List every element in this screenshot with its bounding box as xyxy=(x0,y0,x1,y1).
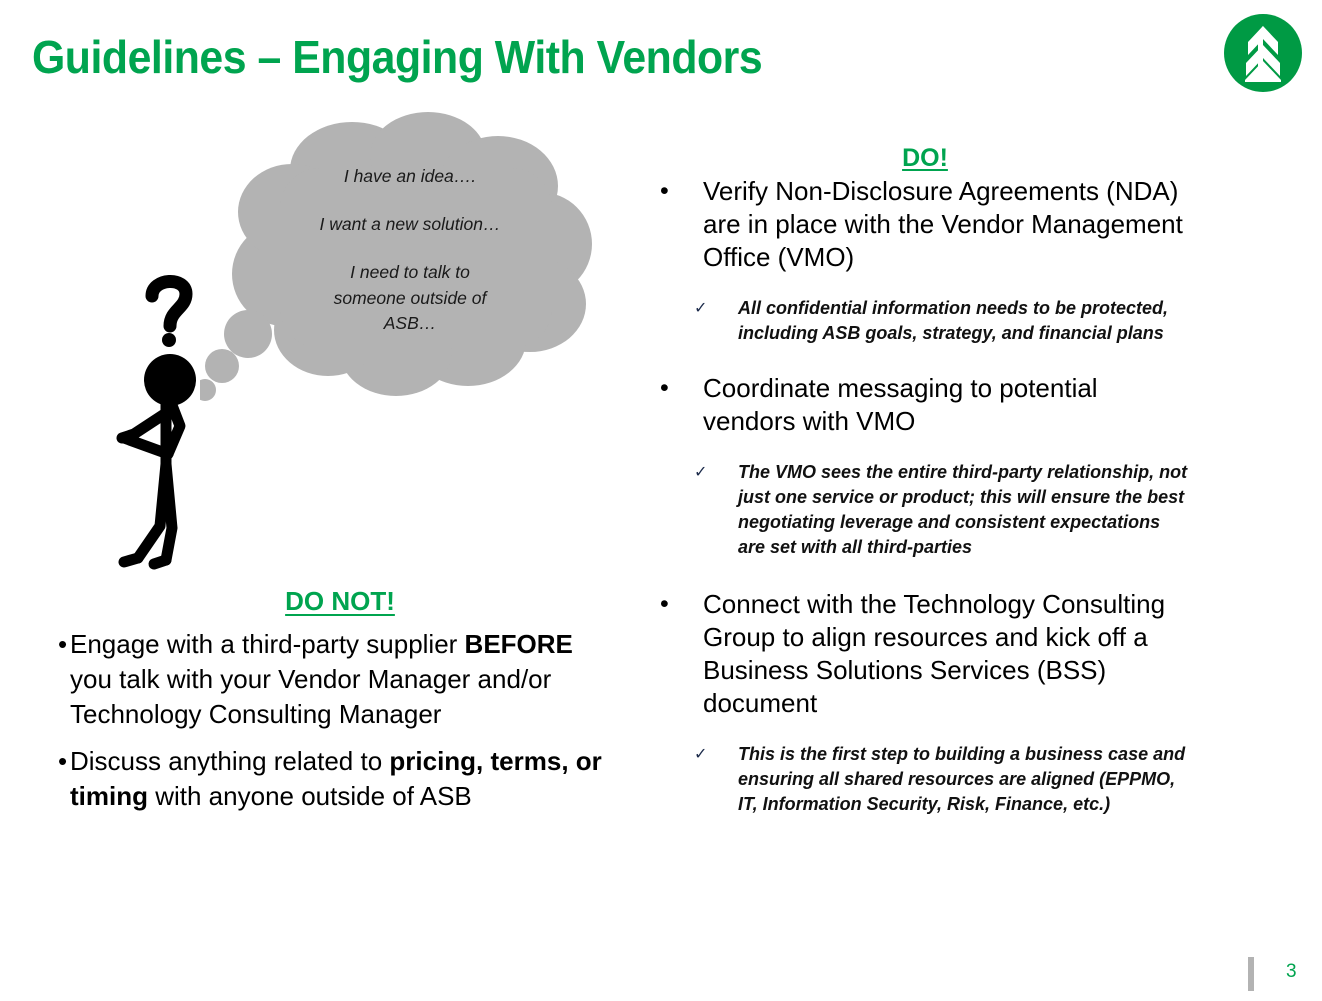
page-number: 3 xyxy=(1286,961,1297,982)
bubble-line-5: ASB… xyxy=(383,313,437,333)
check-icon: ✓ xyxy=(694,746,708,763)
do-item-1-sub-text: All confidential information needs to be… xyxy=(738,298,1169,343)
do-spacer-2 xyxy=(650,560,1190,588)
bubble-line-1: I have an idea…. xyxy=(343,166,477,186)
do-item-3-text: Connect with the Technology Consulting G… xyxy=(703,589,1166,718)
bullet-glyph: • xyxy=(58,629,68,659)
do-sub-item: ✓ This is the first step to building a b… xyxy=(650,742,1190,817)
bubble-line-3: I need to talk to xyxy=(350,262,470,283)
do-not-item-2-part-2: pricing, terms, or timing xyxy=(70,746,602,811)
do-sub-item: ✓ The VMO sees the entire third-party re… xyxy=(650,460,1190,560)
bullet-glyph: • xyxy=(660,177,669,205)
do-section: DO! • Verify Non-Disclosure Agreements (… xyxy=(650,144,1190,817)
check-icon: ✓ xyxy=(694,300,708,317)
bullet-glyph: • xyxy=(660,374,669,402)
check-icon: ✓ xyxy=(694,464,708,481)
do-not-list-item: • Discuss anything related to pricing, t… xyxy=(32,744,612,814)
do-not-item-1-text: Engage with a third-party supplier BEFOR… xyxy=(70,627,612,732)
thought-bubble-icon xyxy=(194,108,600,408)
do-not-section: DO NOT! • Engage with a third-party supp… xyxy=(32,586,612,826)
do-not-item-1-part-3: you talk with your Vendor Manager and/or… xyxy=(70,664,552,729)
do-heading: DO! xyxy=(902,144,948,172)
footer-divider-bar xyxy=(1248,957,1254,991)
do-not-item-1-part-1: Engage with a third-party supplier xyxy=(70,629,465,659)
do-not-item-2-part-1: Discuss anything related to xyxy=(70,746,390,776)
do-not-item-2-text: Discuss anything related to pricing, ter… xyxy=(70,744,612,814)
page-title: Guidelines – Engaging With Vendors xyxy=(32,31,763,83)
do-item-2-text: Coordinate messaging to potential vendor… xyxy=(703,373,1098,436)
do-not-item-1-part-2: BEFORE xyxy=(464,629,573,659)
do-item-1-text: Verify Non-Disclosure Agreements (NDA) a… xyxy=(703,176,1183,272)
thinking-stick-figure-icon xyxy=(108,258,308,578)
do-item-2-sub-text: The VMO sees the entire third-party rela… xyxy=(738,462,1188,557)
bubble-line-2: I want a new solution… xyxy=(319,213,501,234)
do-not-list-item: • Engage with a third-party supplier BEF… xyxy=(32,627,612,732)
do-spacer-1 xyxy=(650,346,1190,372)
evergreen-tree-logo-icon xyxy=(1222,12,1304,94)
thought-bubble-text: I have an idea…. I want a new solution… … xyxy=(260,165,560,336)
do-not-item-2-part-3: with anyone outside of ASB xyxy=(148,781,472,811)
do-item-3-sub-text: This is the first step to building a bus… xyxy=(738,744,1186,814)
do-list-item: • Verify Non-Disclosure Agreements (NDA)… xyxy=(650,175,1190,274)
bubble-line-4: someone outside of xyxy=(333,287,487,308)
do-list-item: • Connect with the Technology Consulting… xyxy=(650,588,1190,720)
bullet-glyph: • xyxy=(58,746,68,776)
bubble-spacer-1 xyxy=(260,189,560,213)
do-list-item: • Coordinate messaging to potential vend… xyxy=(650,372,1190,438)
do-not-heading: DO NOT! xyxy=(285,586,395,616)
bullet-glyph: • xyxy=(660,590,669,618)
bubble-spacer-2 xyxy=(260,236,560,260)
do-sub-item: ✓ All confidential information needs to … xyxy=(650,296,1190,346)
